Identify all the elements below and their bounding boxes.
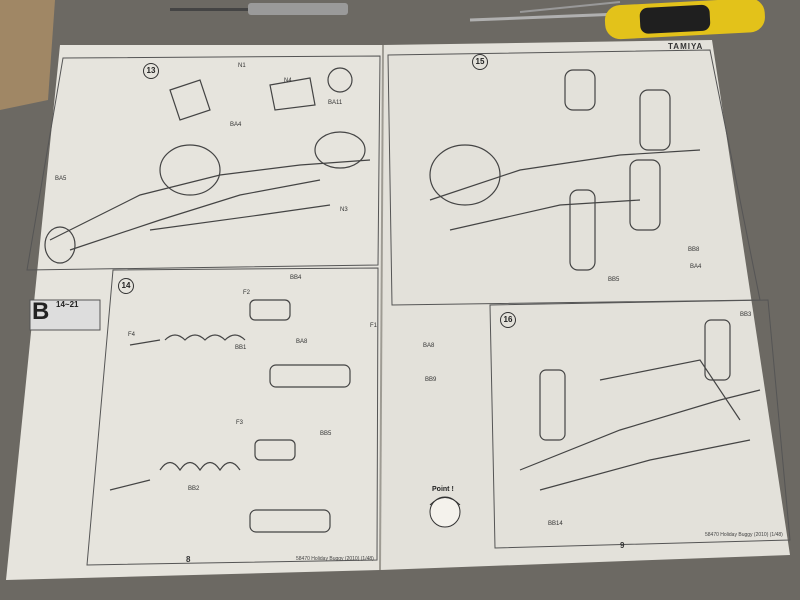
step-15-badge: 15 [472, 54, 488, 70]
part-label: BB4 [290, 275, 302, 281]
page-gutter [379, 44, 384, 571]
left-shock-drawings [109, 299, 351, 533]
part-label: BA4 [690, 264, 702, 270]
part-label: BA11 [328, 100, 343, 106]
right-page-number: 9 [620, 541, 625, 550]
part-label: F2 [243, 290, 251, 296]
part-label: BB14 [548, 521, 563, 527]
part-label: F3 [236, 420, 244, 426]
point-character [429, 496, 461, 528]
cardboard-box [0, 0, 55, 110]
step-b-range-end: 21 [69, 300, 79, 309]
left-footer: 58470 Holiday Buggy (2010) (1/48) [296, 556, 374, 562]
part-label: BA5 [55, 176, 67, 182]
part-label: F4 [128, 332, 136, 338]
part-label: N4 [284, 78, 292, 84]
left-page-number: 8 [186, 555, 191, 564]
step14-panel [86, 267, 379, 566]
left-top-panel [26, 55, 381, 271]
step-b-range: 14~21 [56, 300, 79, 309]
right-page [380, 40, 790, 570]
part-label: BB5 [608, 277, 620, 283]
part-label: BB3 [740, 312, 752, 318]
part-label: BB1 [235, 345, 247, 351]
yellow-screwdriver [469, 0, 765, 40]
right-footer: 58470 Holiday Buggy (2010) (1/48) [705, 532, 783, 538]
part-label: BA8 [296, 339, 308, 345]
step-b-range-start: 14 [56, 300, 65, 309]
part-label: BB9 [425, 377, 437, 383]
step-14-badge: 14 [118, 278, 134, 294]
left-page [6, 45, 383, 580]
step-b-box [29, 299, 101, 331]
left-chassis-drawing [44, 67, 371, 264]
part-label: BA8 [423, 343, 435, 349]
part-label: BB5 [320, 431, 332, 437]
right-header-brand: TAMIYA [668, 42, 704, 51]
right-chassis-drawing [429, 69, 761, 491]
part-label: BA4 [230, 122, 242, 128]
part-label: BB8 [688, 247, 700, 253]
step-13-badge: 13 [143, 63, 159, 79]
small-screwdriver [170, 3, 348, 15]
step16-panel [489, 299, 791, 549]
part-label: F1 [370, 323, 378, 329]
point-callout: Point ! [432, 486, 454, 493]
part-label: N1 [238, 63, 246, 69]
step-16-badge: 16 [500, 312, 516, 328]
step-b-letter: B [32, 298, 50, 325]
part-label: N3 [340, 207, 348, 213]
part-label: BB2 [188, 486, 200, 492]
